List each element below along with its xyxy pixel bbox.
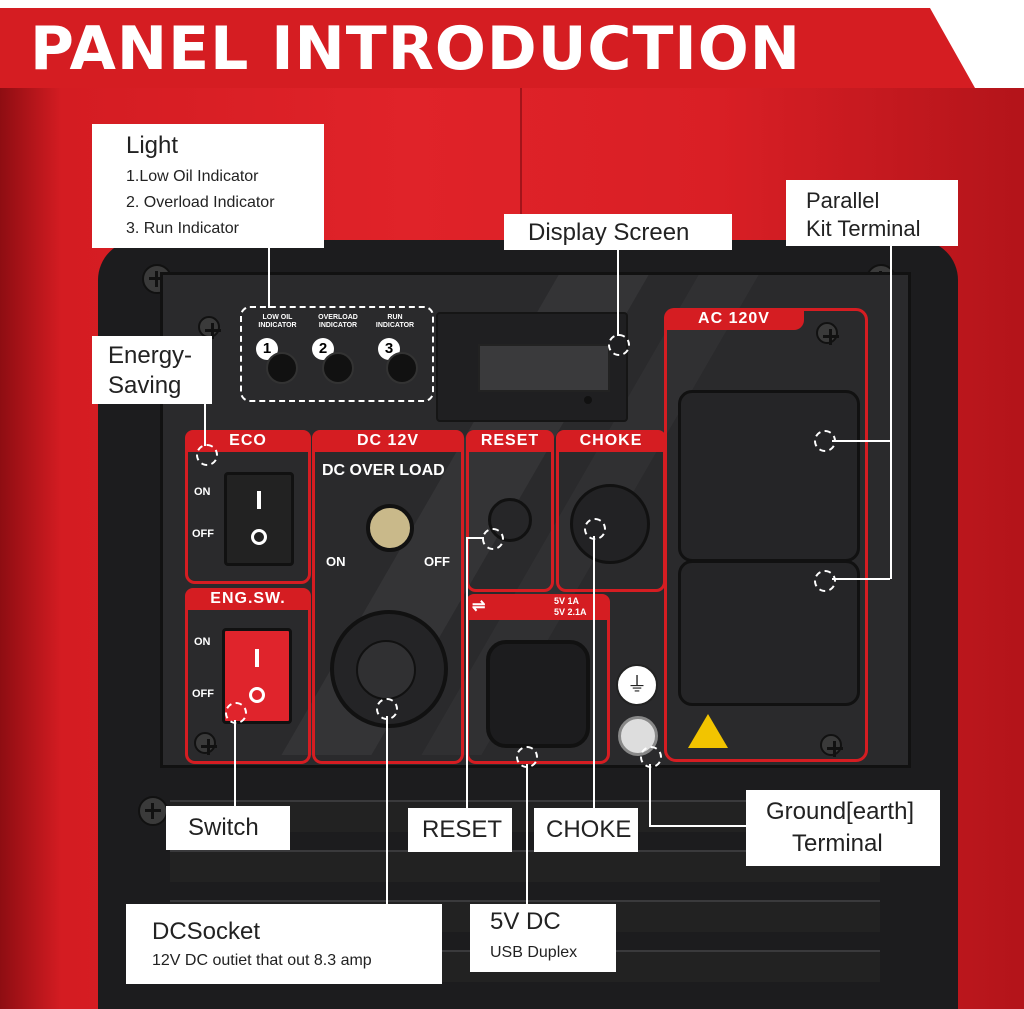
low-oil-lamp — [266, 352, 298, 384]
engsw-off-label: OFF — [192, 688, 214, 700]
eco-label: ECO — [185, 430, 311, 452]
body-seam — [520, 88, 522, 248]
dc-socket-title: DCSocket — [152, 918, 261, 945]
indicator-label: OVERLOAD INDICATOR — [318, 314, 358, 329]
leader-line — [890, 246, 892, 579]
warning-icon — [688, 714, 728, 748]
ground-symbol-icon: ⏚ — [616, 664, 658, 706]
marker-switch — [225, 702, 247, 724]
usb-sub: USB Duplex — [490, 944, 578, 961]
ac-120v-label: AC 120V — [664, 308, 804, 330]
header-banner — [0, 8, 975, 88]
ground-callout: Ground[earth] Terminal — [746, 790, 940, 866]
screw-icon — [198, 316, 221, 339]
choke-label: CHOKE — [556, 430, 666, 452]
display-title: Display Screen — [528, 219, 690, 246]
on-mark-icon — [257, 491, 261, 509]
dc-socket-cap[interactable] — [356, 640, 416, 700]
reset-callout-title: RESET — [422, 816, 503, 843]
energy-line2: Saving — [108, 372, 182, 399]
screw-icon — [138, 796, 168, 826]
leader-line — [268, 248, 270, 308]
parallel-callout: Parallel Kit Terminal — [786, 180, 958, 246]
leader-line — [593, 536, 595, 808]
marker-ac-lower — [814, 570, 836, 592]
eco-off-label: OFF — [192, 528, 214, 540]
ground-line2: Terminal — [792, 830, 883, 857]
light-item-1: 1.Low Oil Indicator — [126, 168, 259, 185]
usb-rating-2: 5V 2.1A — [554, 607, 587, 617]
usb-icon: ⇌ — [472, 598, 486, 615]
eco-on-label: ON — [194, 486, 211, 498]
marker-display — [608, 334, 630, 356]
engine-switch-label: ENG.SW. — [185, 588, 311, 610]
leader-line — [832, 440, 890, 442]
leader-line — [617, 248, 619, 336]
usb-tab — [466, 594, 610, 620]
indicator-group — [240, 306, 434, 402]
leader-line — [386, 716, 388, 906]
marker-reset — [482, 528, 504, 550]
ground-line1: Ground[earth] — [766, 798, 915, 825]
usb-port-cover[interactable] — [486, 640, 590, 748]
reset-callout: RESET — [408, 808, 512, 852]
ground-terminal[interactable] — [618, 716, 658, 756]
choke-callout: CHOKE — [534, 808, 638, 852]
light-callout: Light 1.Low Oil Indicator 2. Overload In… — [92, 124, 324, 248]
marker-ground — [640, 746, 662, 768]
choke-knob[interactable] — [570, 484, 650, 564]
on-mark-icon — [255, 649, 259, 667]
dc-overload-label: DC OVER LOAD — [322, 462, 445, 479]
marker-choke — [584, 518, 606, 540]
dc-socket-sub: 12V DC outiet that out 8.3 amp — [152, 952, 372, 969]
usb-callout: 5V DC USB Duplex — [470, 904, 616, 972]
choke-callout-title: CHOKE — [546, 816, 632, 843]
leader-line — [466, 537, 484, 539]
parallel-line2: Kit Terminal — [806, 216, 921, 241]
overload-lamp — [322, 352, 354, 384]
leader-line — [526, 764, 528, 904]
leader-line — [832, 578, 890, 580]
engsw-on-label: ON — [194, 636, 211, 648]
reset-label: RESET — [466, 430, 554, 452]
leader-line — [649, 764, 651, 826]
light-item-2: 2. Overload Indicator — [126, 194, 275, 211]
indicator-label: LOW OIL INDICATOR — [258, 314, 297, 329]
screw-icon — [194, 732, 217, 755]
switch-title: Switch — [188, 814, 259, 841]
parallel-line1: Parallel — [806, 188, 880, 213]
energy-saving-callout: Energy- Saving — [92, 336, 212, 404]
display-screen — [478, 344, 610, 392]
usb-title: 5V DC — [490, 908, 561, 935]
off-mark-icon — [251, 529, 267, 545]
dc-socket-callout: DCSocket 12V DC outiet that out 8.3 amp — [126, 904, 442, 984]
dc-off-label: OFF — [424, 554, 450, 569]
off-mark-icon — [249, 687, 265, 703]
energy-line1: Energy- — [108, 342, 193, 369]
dc-12v-label: DC 12V — [312, 430, 464, 452]
screw-icon — [816, 322, 839, 345]
ac-outlet-upper[interactable] — [678, 390, 860, 562]
dc-overload-breaker[interactable] — [366, 504, 414, 552]
usb-rating-1: 5V 1A — [554, 596, 580, 606]
leader-line — [234, 720, 236, 808]
light-item-3: 3. Run Indicator — [126, 220, 239, 237]
switch-callout: Switch — [166, 806, 290, 850]
page-title: PANEL INTRODUCTION — [30, 14, 801, 84]
screw-icon — [820, 734, 843, 757]
display-button[interactable] — [584, 396, 592, 404]
dc-on-label: ON — [326, 554, 346, 569]
leader-line — [204, 404, 206, 446]
light-title: Light — [126, 132, 179, 159]
indicator-label: RUN INDICATOR — [375, 314, 415, 329]
eco-switch[interactable] — [224, 472, 294, 566]
leader-line — [649, 825, 747, 827]
leader-line — [466, 537, 468, 809]
marker-eco — [196, 444, 218, 466]
display-callout: Display Screen — [504, 214, 732, 250]
run-lamp — [386, 352, 418, 384]
